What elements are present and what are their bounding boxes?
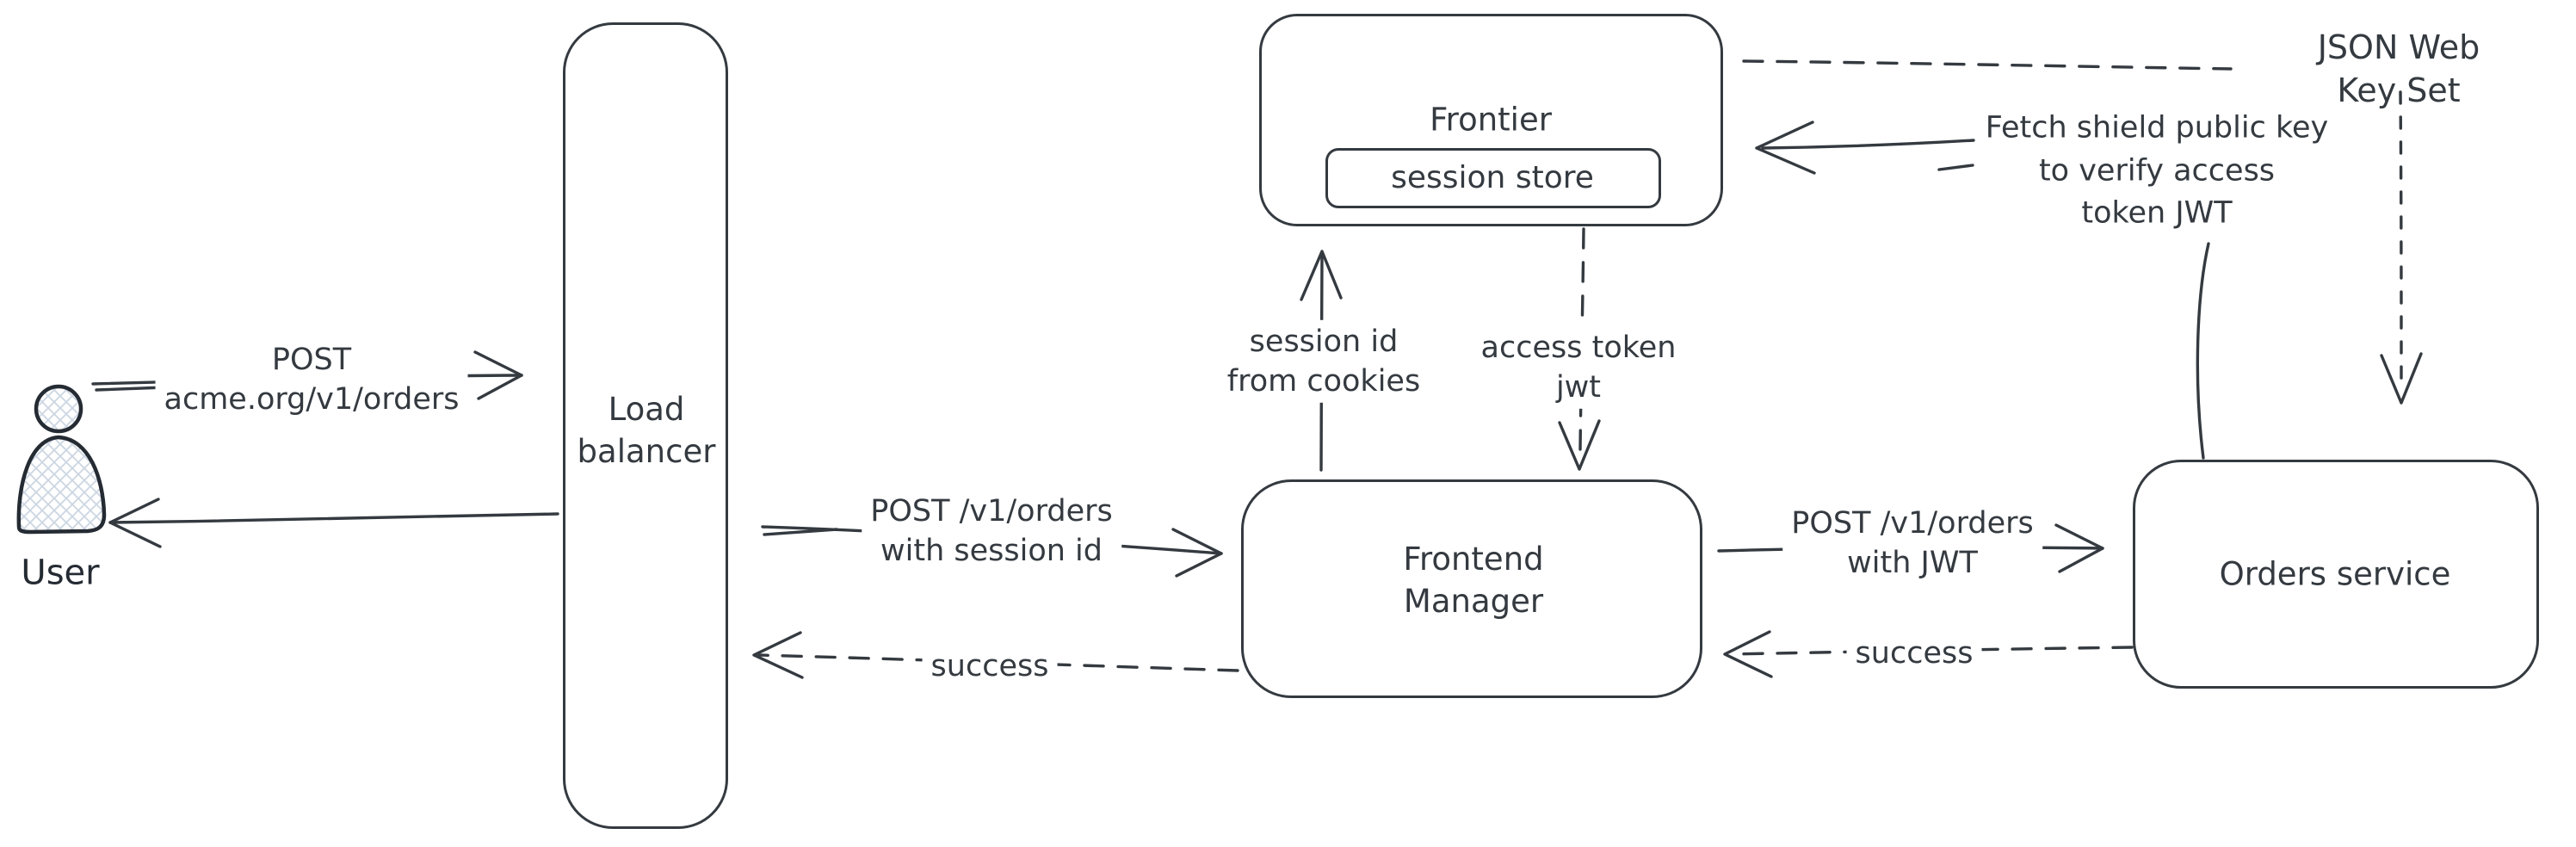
frontend-manager-label: Frontend Manager <box>1403 541 1544 620</box>
arrow-load-balancer-to-user <box>108 498 559 548</box>
edge-arrowhead <box>1558 419 1601 471</box>
edge-line <box>1742 59 2233 71</box>
edge-arrowhead <box>1171 528 1223 578</box>
jwks-label: JSON Web Key Set <box>2317 28 2480 109</box>
user-icon <box>16 384 107 535</box>
node-load-balancer <box>563 22 728 829</box>
edge-arrowhead <box>1723 630 1773 678</box>
edge-arrowhead <box>752 631 804 679</box>
edge-arrowhead <box>473 350 523 400</box>
edge-arrowhead <box>1755 121 1816 175</box>
user-body <box>16 435 107 535</box>
edge-label-post-orders-jwt: POST /v1/orders with JWT <box>1782 501 2042 585</box>
edge-label-post-acme-orders: POST acme.org/v1/orders <box>155 337 468 422</box>
edge-line <box>108 512 559 524</box>
user-head <box>34 384 83 434</box>
edge-line-sketch <box>1937 164 1974 171</box>
edge-label-access-token-jwt: access token jwt <box>1472 325 1685 410</box>
frontier-label: Frontier <box>1430 101 1552 139</box>
edge-label-post-orders-session-id: POST /v1/orders with session id <box>862 489 1121 573</box>
node-frontier <box>1259 14 1723 226</box>
edge-label-success-left: success <box>922 644 1058 689</box>
arrow-jwks-to-orders-service <box>2380 90 2423 405</box>
edge-arrowhead <box>2054 523 2104 573</box>
edge-label-session-id-from-cookies: session id from cookies <box>1218 319 1430 404</box>
edge-line <box>2399 90 2403 389</box>
edge-arrowhead <box>1300 250 1343 301</box>
node-orders-service <box>2133 460 2539 689</box>
user-node-label: User <box>21 553 100 593</box>
connector-frontier-to-jwks <box>1742 59 2233 71</box>
edge-line-shaft <box>1761 139 1975 150</box>
edge-label-success-right: success <box>1846 631 1982 676</box>
load-balancer-label: Load balancer <box>577 391 716 470</box>
edge-arrowhead <box>2380 352 2423 405</box>
node-session-store <box>1325 148 1661 208</box>
node-frontend-manager <box>1241 479 1702 698</box>
edge-line-curve <box>2196 242 2210 460</box>
edge-line-sketch <box>763 528 838 536</box>
edge-arrowhead <box>108 498 162 548</box>
edge-label-fetch-shield-public-key: Fetch shield public key to verify access… <box>1985 110 2329 231</box>
session-store-label: session store <box>1391 160 1594 196</box>
orders-service-label: Orders service <box>2219 555 2451 593</box>
